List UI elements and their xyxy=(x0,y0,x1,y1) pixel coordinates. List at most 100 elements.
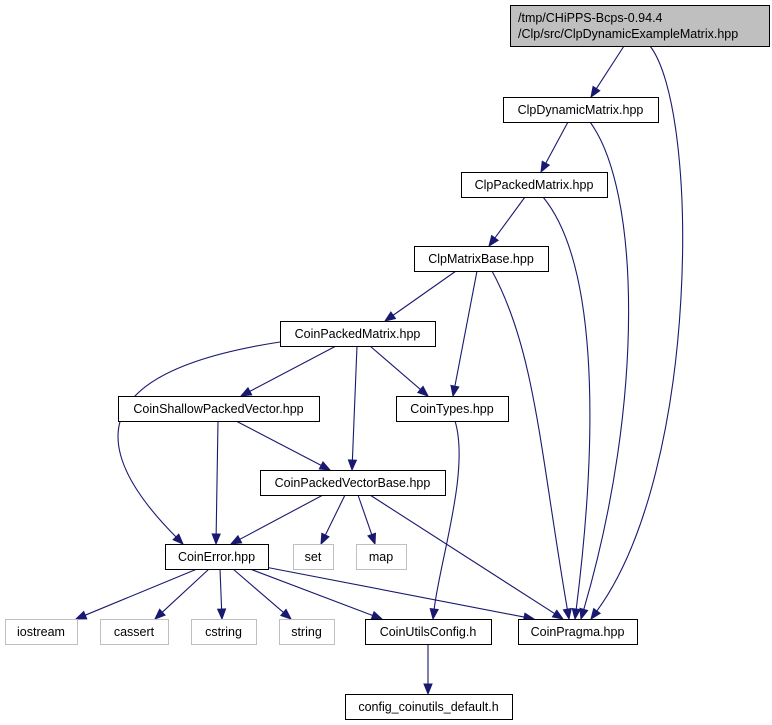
arrow-head-icon xyxy=(347,459,358,472)
node-label: CoinUtilsConfig.h xyxy=(380,625,477,639)
node-label: ClpDynamicMatrix.hpp xyxy=(518,103,644,117)
node-label: CoinPackedMatrix.hpp xyxy=(295,327,421,341)
edge-coin-error-to-coin-pragma xyxy=(264,566,536,622)
node-box xyxy=(279,619,335,645)
node-coin-packed-matrix[interactable]: CoinPackedMatrix.hpp xyxy=(280,321,436,347)
node-box xyxy=(510,5,770,47)
arrow-head-icon xyxy=(540,160,551,174)
edge-line xyxy=(491,270,568,610)
node-config-coinutils-default[interactable]: config_coinutils_default.h xyxy=(345,694,513,720)
edge-line xyxy=(249,345,337,392)
edge-coin-shallow-packed-vector-to-coin-error xyxy=(211,420,221,546)
edge-coin-packed-vector-base-to-coin-error xyxy=(229,494,324,545)
arrow-head-icon xyxy=(279,608,293,620)
edge-coin-packed-matrix-to-coin-error xyxy=(117,341,281,545)
edge-line xyxy=(351,345,358,461)
arrow-head-icon xyxy=(370,610,384,620)
edge-clp-matrix-base-to-coin-packed-matrix xyxy=(383,270,457,322)
edge-line xyxy=(232,568,284,613)
node-label: iostream xyxy=(17,625,65,639)
node-clp-dynamic-matrix[interactable]: ClpDynamicMatrix.hpp xyxy=(503,97,659,123)
node-cassert: cassert xyxy=(100,619,169,645)
arrow-head-icon xyxy=(590,85,601,99)
edge-clp-packed-matrix-to-clp-matrix-base xyxy=(488,196,526,248)
edge-coin-error-to-string xyxy=(232,568,293,620)
edge-line xyxy=(117,341,281,538)
edge-line xyxy=(369,345,421,390)
node-coin-types[interactable]: CoinTypes.hpp xyxy=(396,396,509,422)
arrow-head-icon xyxy=(320,532,330,546)
arrow-head-icon xyxy=(211,533,221,546)
arrow-head-icon xyxy=(216,608,227,621)
node-label: CoinTypes.hpp xyxy=(410,402,493,416)
node-box xyxy=(118,396,320,422)
node-label: config_coinutils_default.h xyxy=(358,700,498,714)
edge-clp-matrix-base-to-coin-types xyxy=(450,270,478,398)
edge-line xyxy=(239,494,324,540)
node-map: map xyxy=(356,544,407,570)
node-label: cassert xyxy=(114,625,155,639)
node-label: /tmp/CHiPPS-Bcps-0.94.4 xyxy=(518,11,663,25)
node-box xyxy=(280,321,436,347)
arrow-head-icon xyxy=(571,607,582,621)
node-coin-packed-vector-base[interactable]: CoinPackedVectorBase.hpp xyxy=(260,470,446,496)
edge-line xyxy=(357,494,373,535)
edge-line xyxy=(264,566,525,618)
node-box xyxy=(503,97,659,123)
edge-line xyxy=(454,270,478,387)
node-label: CoinError.hpp xyxy=(178,550,255,564)
edge-coin-packed-vector-base-to-map xyxy=(357,494,377,546)
node-coin-utils-config[interactable]: CoinUtilsConfig.h xyxy=(365,619,492,645)
node-label: string xyxy=(291,625,322,639)
arrow-head-icon xyxy=(423,683,433,696)
node-label: map xyxy=(369,550,393,564)
node-box xyxy=(5,619,78,645)
arrow-head-icon xyxy=(74,610,88,620)
edges-layer xyxy=(74,45,684,696)
edge-root-to-coin-pragma xyxy=(590,45,684,621)
node-label: set xyxy=(305,550,322,564)
edge-coin-packed-matrix-to-coin-packed-vector-base xyxy=(347,345,358,472)
arrow-head-icon xyxy=(383,311,397,322)
node-box xyxy=(461,172,608,198)
node-coin-pragma[interactable]: CoinPragma.hpp xyxy=(518,619,638,645)
node-string: string xyxy=(279,619,335,645)
node-label: ClpPackedMatrix.hpp xyxy=(475,178,594,192)
edge-line xyxy=(494,196,526,239)
edge-clp-packed-matrix-to-coin-pragma xyxy=(542,196,591,621)
edge-line xyxy=(542,196,591,610)
node-box xyxy=(414,246,549,272)
edge-clp-dynamic-matrix-to-clp-packed-matrix xyxy=(540,121,569,174)
node-label: CoinPragma.hpp xyxy=(531,625,625,639)
edge-line xyxy=(235,420,322,466)
node-cstring: cstring xyxy=(191,619,257,645)
node-coin-shallow-packed-vector[interactable]: CoinShallowPackedVector.hpp xyxy=(118,396,320,422)
arrow-head-icon xyxy=(450,384,460,398)
node-label: cstring xyxy=(205,625,242,639)
arrow-head-icon xyxy=(562,607,572,621)
edge-coin-shallow-packed-vector-to-coin-packed-vector-base xyxy=(235,420,332,471)
arrow-head-icon xyxy=(318,460,332,471)
node-label: ClpMatrixBase.hpp xyxy=(428,252,534,266)
arrow-head-icon xyxy=(239,386,253,397)
edge-line xyxy=(595,45,625,89)
edge-coin-types-to-coin-utils-config xyxy=(429,420,460,621)
nodes-layer: /tmp/CHiPPS-Bcps-0.94.4/Clp/src/ClpDynam… xyxy=(5,5,770,720)
node-clp-matrix-base[interactable]: ClpMatrixBase.hpp xyxy=(414,246,549,272)
node-root[interactable]: /tmp/CHiPPS-Bcps-0.94.4/Clp/src/ClpDynam… xyxy=(510,5,770,47)
edge-line xyxy=(161,568,210,613)
edge-clp-dynamic-matrix-to-coin-pragma xyxy=(579,121,630,621)
node-set: set xyxy=(293,544,334,570)
edge-coin-error-to-cassert xyxy=(154,568,210,620)
edge-line xyxy=(433,420,460,610)
node-coin-error[interactable]: CoinError.hpp xyxy=(165,544,269,570)
node-label: /Clp/src/ClpDynamicExampleMatrix.hpp xyxy=(518,27,738,41)
arrow-head-icon xyxy=(416,385,430,397)
edge-coin-packed-vector-base-to-set xyxy=(320,494,346,546)
node-clp-packed-matrix[interactable]: ClpPackedMatrix.hpp xyxy=(461,172,608,198)
node-box xyxy=(260,470,446,496)
arrow-head-icon xyxy=(154,608,166,620)
edge-line xyxy=(596,45,684,612)
edge-line xyxy=(85,568,198,616)
edge-line xyxy=(369,494,555,615)
